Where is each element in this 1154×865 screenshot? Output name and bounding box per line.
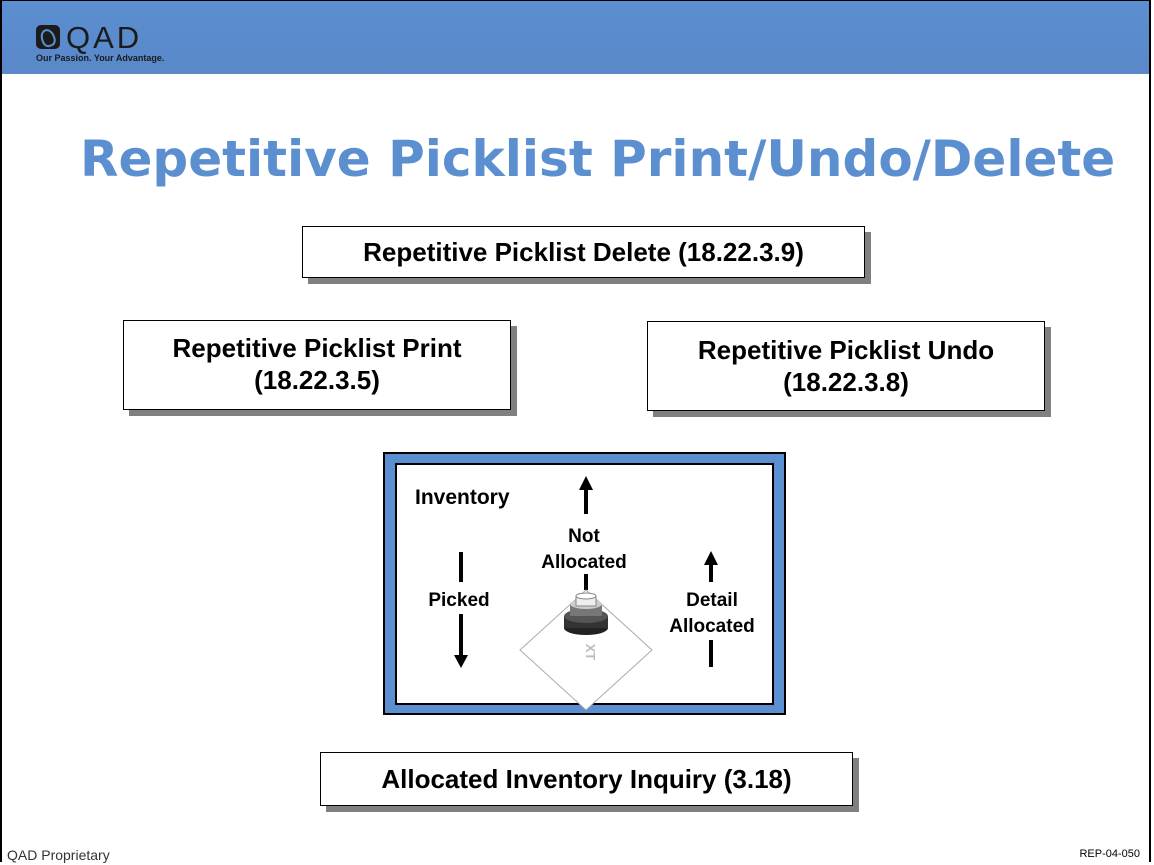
picklist-print-label: Repetitive Picklist Print [172,333,462,363]
allocated-inventory-inquiry-box: Allocated Inventory Inquiry (3.18) [320,752,853,806]
pallet-mark: XT [583,644,598,661]
picklist-delete-box: Repetitive Picklist Delete (18.22.3.9) [302,226,865,278]
picked-label: Picked [428,590,490,611]
picklist-undo-label: Repetitive Picklist Undo [697,335,995,365]
arrow-down-icon [454,552,468,668]
not-allocated-line1: Not [568,526,600,547]
not-allocated-line2: Allocated [541,552,627,573]
picklist-print-box: Repetitive Picklist Print (18.22.3.5) [123,320,511,410]
picklist-delete-label: Repetitive Picklist Delete (18.22.3.9) [363,237,804,267]
logo-tagline: Our Passion. Your Advantage. [36,53,165,63]
picklist-undo-box: Repetitive Picklist Undo (18.22.3.8) [647,321,1045,411]
picklist-undo-code: (18.22.3.8) [783,367,909,397]
not-allocated-label: Not Allocated [530,524,638,576]
detail-allocated-line2: Allocated [669,616,755,637]
page-title: Repetitive Picklist Print/Undo/Delete [80,130,1116,188]
arrow-up-icon [579,476,593,514]
footer-proprietary: QAD Proprietary [7,847,110,863]
detail-allocated-label: Detail Allocated [662,588,762,640]
pallet-icon: XT [519,589,653,711]
qad-logo-icon [36,25,60,49]
logo-text: QAD [66,20,143,55]
detail-allocated-line1: Detail [686,590,738,611]
header-band: QAD Our Passion. Your Advantage. [2,1,1149,74]
inventory-heading: Inventory [415,486,510,509]
arrow-up-small-icon [704,551,718,667]
inquiry-label: Allocated Inventory Inquiry (3.18) [381,764,792,794]
footer-slide-code: REP-04-050 [1079,848,1140,860]
picklist-print-code: (18.22.3.5) [254,365,380,395]
